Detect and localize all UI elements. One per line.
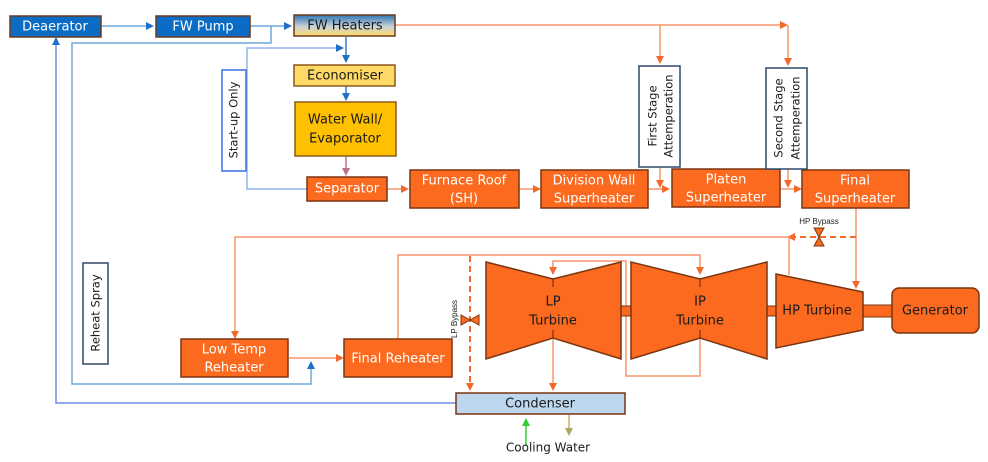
line-hot-reheat-to-ip xyxy=(397,254,704,339)
reheat-spray-label: Reheat Spray xyxy=(89,274,103,351)
condenser-node[interactable]: Condenser xyxy=(455,392,626,415)
startup-only-label: Start-up Only xyxy=(227,81,241,158)
cooling-water-label: Cooling Water xyxy=(506,441,590,455)
furnace-roof-label-line1: Furnace Roof xyxy=(422,174,507,189)
furnace-roof-node[interactable]: Furnace Roof (SH) xyxy=(409,169,520,209)
water-wall-evaporator-node[interactable]: Water Wall/ Evaporator xyxy=(294,101,397,157)
line-condensate-return xyxy=(52,37,457,404)
first-stage-label-line1: First Stage xyxy=(646,85,660,146)
second-stage-attemperation-node[interactable]: Second Stage Attemperation xyxy=(765,67,808,170)
final-sh-label-line2: Superheater xyxy=(815,192,896,207)
flow-lines xyxy=(52,21,860,446)
lp-turbine-label-line2: Turbine xyxy=(528,314,577,329)
low-temp-reheater-node[interactable]: Low Temp Reheater xyxy=(180,338,289,378)
shaft-lp-ip xyxy=(620,305,632,317)
economiser-node[interactable]: Economiser xyxy=(293,64,396,87)
low-temp-rh-label-line1: Low Temp xyxy=(202,343,266,358)
condenser-label: Condenser xyxy=(505,397,576,412)
lp-bypass-valve-icon[interactable] xyxy=(460,314,480,326)
hp-bypass-label: HP Bypass xyxy=(799,217,838,226)
fw-pump-node[interactable]: FW Pump xyxy=(155,15,251,38)
startup-only-node[interactable]: Start-up Only xyxy=(221,69,247,172)
platen-label-line2: Superheater xyxy=(686,191,767,206)
furnace-roof-label-line2: (SH) xyxy=(450,192,478,207)
final-sh-label-line1: Final xyxy=(840,174,870,189)
ip-turbine-label-line1: IP xyxy=(694,295,706,310)
fw-pump-label: FW Pump xyxy=(172,20,233,35)
final-superheater-node[interactable]: Final Superheater xyxy=(801,169,910,209)
second-stage-label-line2: Attemperation xyxy=(789,76,803,159)
economiser-label: Economiser xyxy=(307,69,384,84)
lp-turbine-node[interactable]: LP Turbine xyxy=(485,261,622,361)
separator-label: Separator xyxy=(315,182,380,197)
second-stage-label-line1: Second Stage xyxy=(772,78,786,157)
separator-node[interactable]: Separator xyxy=(306,176,388,202)
water-wall-label-line1: Water Wall/ xyxy=(308,113,383,128)
line-cold-reheat xyxy=(231,236,790,339)
line-ip-to-lp-crossover xyxy=(549,260,701,377)
hp-turbine-label: HP Turbine xyxy=(782,304,851,319)
ip-turbine-label-line2: Turbine xyxy=(675,314,724,329)
reheat-spray-node[interactable]: Reheat Spray xyxy=(82,262,109,365)
first-stage-label-line2: Attemperation xyxy=(662,74,676,157)
low-temp-rh-label-line2: Reheater xyxy=(204,361,264,376)
lp-bypass-label: LP Bypass xyxy=(450,300,459,338)
water-wall-label-line2: Evaporator xyxy=(309,132,381,147)
hp-bypass-valve-icon[interactable] xyxy=(813,227,825,247)
fw-heaters-label: FW Heaters xyxy=(307,19,383,34)
line-reheat-spray-feed xyxy=(71,26,315,385)
fw-heaters-node[interactable]: FW Heaters xyxy=(293,14,396,37)
hp-turbine-node[interactable]: HP Turbine xyxy=(775,273,864,349)
platen-superheater-node[interactable]: Platen Superheater xyxy=(671,168,781,208)
deaerator-node[interactable]: Deaerator xyxy=(9,15,102,38)
division-wall-superheater-node[interactable]: Division Wall Superheater xyxy=(540,169,649,209)
platen-label-line1: Platen xyxy=(706,173,747,188)
ip-turbine-node[interactable]: IP Turbine xyxy=(630,261,768,361)
division-wall-label-line1: Division Wall xyxy=(553,174,636,189)
generator-label: Generator xyxy=(902,304,969,319)
first-stage-attemperation-node[interactable]: First Stage Attemperation xyxy=(638,65,681,168)
deaerator-label: Deaerator xyxy=(22,20,88,35)
line-startup-recirculation xyxy=(246,44,344,190)
final-reheater-node[interactable]: Final Reheater xyxy=(343,338,453,378)
shaft-hp-generator xyxy=(862,304,894,318)
division-wall-label-line2: Superheater xyxy=(554,192,635,207)
lp-turbine-label-line1: LP xyxy=(545,295,560,310)
final-rh-label: Final Reheater xyxy=(351,352,445,367)
generator-node[interactable]: Generator xyxy=(891,287,980,334)
